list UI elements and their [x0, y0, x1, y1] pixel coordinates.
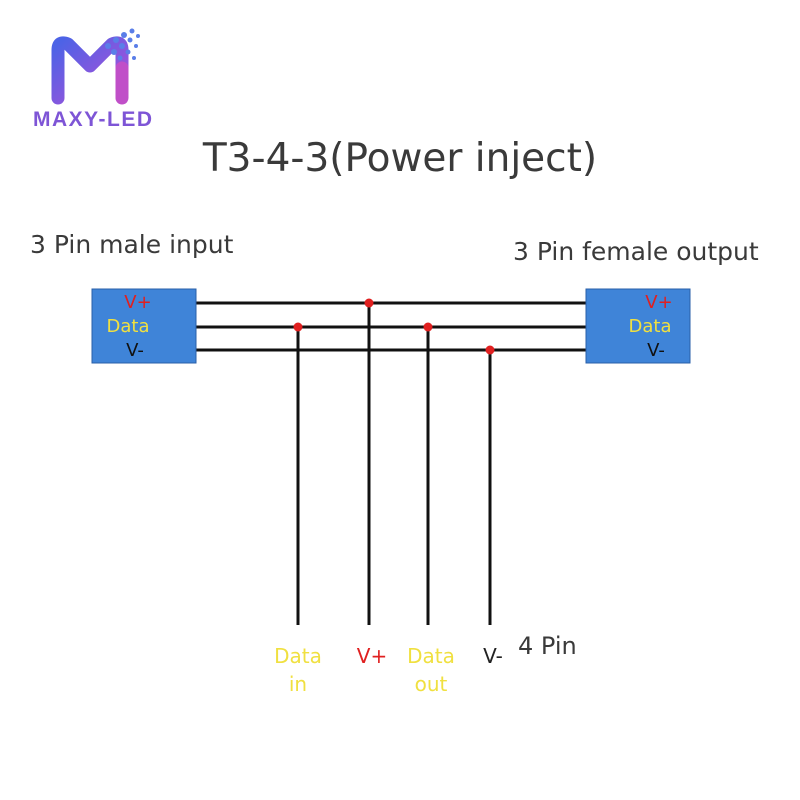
- brand-name: MAXY-LED: [33, 108, 154, 131]
- bottom-pin-data-in-line2: in: [289, 672, 307, 696]
- output-connector-label: 3 Pin female output: [513, 237, 759, 266]
- bottom-connector-label: 4 Pin: [518, 632, 577, 660]
- output-connector: V+ Data V-: [585, 288, 691, 364]
- junction-dot-data-out: [423, 322, 433, 332]
- logo-dots-icon: [105, 28, 140, 61]
- bottom-pin-data-out-line2: out: [415, 672, 448, 696]
- input-pin-vminus: V-: [126, 340, 144, 361]
- diagram-title: T3-4-3(Power inject): [202, 136, 598, 181]
- junction-dot-vminus: [485, 345, 495, 355]
- input-connector-label: 3 Pin male input: [30, 230, 234, 259]
- maxy-led-logo: [51, 28, 140, 105]
- input-connector: V+ Data V-: [91, 288, 197, 364]
- bottom-pin-vplus-label: V+: [357, 644, 387, 668]
- bottom-pin-vminus-label: V-: [483, 644, 503, 668]
- output-pin-vplus: V+: [645, 292, 672, 313]
- junction-dot-data-in: [293, 322, 303, 332]
- bottom-pin-data-out-line1: Data: [407, 644, 455, 668]
- output-pin-vminus: V-: [647, 340, 665, 361]
- output-pin-data: Data: [629, 316, 672, 337]
- bottom-pin-data-in-line1: Data: [274, 644, 322, 668]
- junction-dot-vplus: [364, 298, 374, 308]
- input-pin-data: Data: [107, 316, 150, 337]
- input-pin-vplus: V+: [124, 292, 151, 313]
